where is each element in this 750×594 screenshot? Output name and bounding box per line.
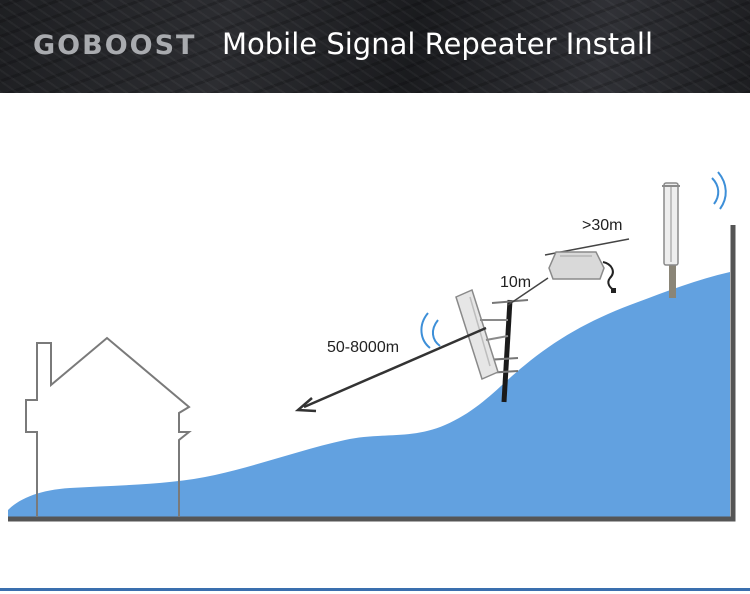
outdoor-distance-arrow [294, 326, 487, 413]
outdoor-signal-waves [420, 312, 441, 349]
indoor-signal-waves [711, 171, 727, 210]
indoor-antenna [662, 182, 680, 266]
installation-diagram: 50-8000m 10m >30m [8, 171, 736, 522]
repeater-unit [548, 251, 616, 293]
bottom-divider [0, 588, 750, 591]
outdoor-panel-antenna [455, 288, 509, 381]
outdoor-antenna-mast [501, 299, 513, 403]
brand-logo: GOBOOST [33, 30, 197, 61]
page-title: Mobile Signal Repeater Install [222, 27, 654, 61]
ground-line [8, 225, 736, 522]
cable-distance-label: 10m [500, 274, 531, 291]
house-outline [25, 336, 192, 517]
indoor-distance-label: >30m [582, 217, 622, 234]
outdoor-distance-label: 50-8000m [327, 339, 399, 356]
hill-terrain [8, 272, 730, 517]
indoor-antenna-pole [669, 262, 676, 298]
header-banner: GOBOOST Mobile Signal Repeater Install [0, 0, 750, 93]
cable-mast-to-repeater [507, 277, 549, 306]
